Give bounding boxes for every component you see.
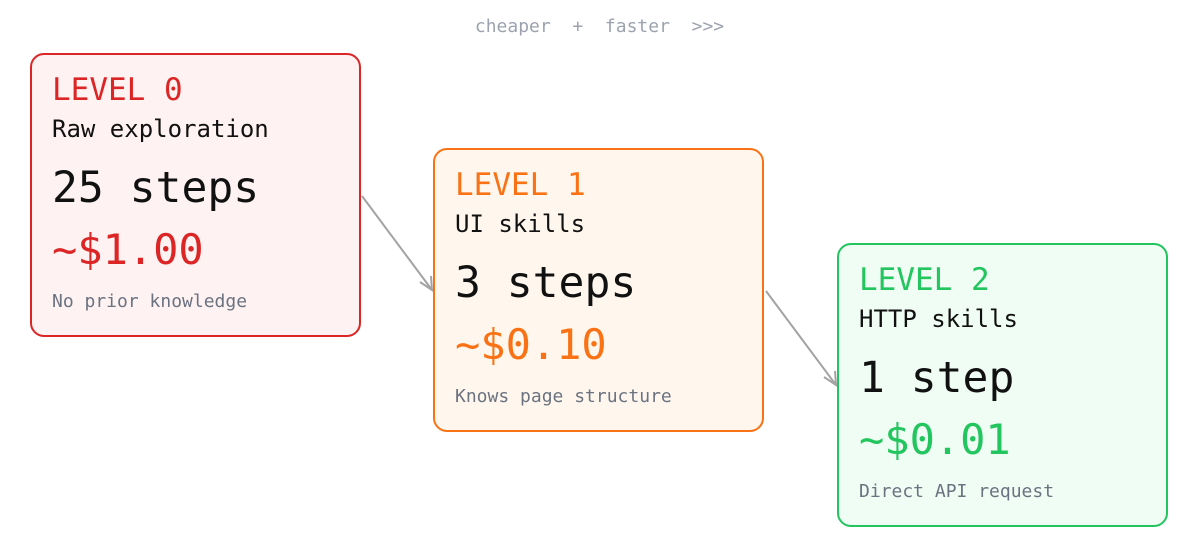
- arrow-level0-to-level1: [361, 195, 434, 292]
- level-title: HTTP skills: [859, 305, 1018, 333]
- arrow-level1-to-level2: [765, 290, 838, 387]
- price: ~$0.10: [455, 320, 607, 369]
- level-title: UI skills: [455, 210, 586, 238]
- level-label: LEVEL 0: [52, 72, 183, 108]
- step-count: 25 steps: [52, 163, 260, 213]
- price: ~$1.00: [52, 225, 204, 274]
- level-2-card: LEVEL 2 HTTP skills 1 step ~$0.01 Direct…: [837, 243, 1168, 527]
- level-0-card: LEVEL 0 Raw exploration 25 steps ~$1.00 …: [30, 53, 361, 337]
- level-title: Raw exploration: [52, 115, 269, 143]
- header-caption: cheaper + faster >>>: [474, 16, 725, 37]
- note: Direct API request: [859, 481, 1055, 502]
- step-count: 3 steps: [455, 258, 637, 308]
- level-1-card: LEVEL 1 UI skills 3 steps ~$0.10 Knows p…: [433, 148, 764, 432]
- note: No prior knowledge: [52, 291, 248, 312]
- level-label: LEVEL 1: [455, 167, 586, 203]
- note: Knows page structure: [455, 386, 672, 407]
- price: ~$0.01: [859, 415, 1011, 464]
- step-count: 1 step: [859, 353, 1015, 403]
- level-label: LEVEL 2: [859, 262, 990, 298]
